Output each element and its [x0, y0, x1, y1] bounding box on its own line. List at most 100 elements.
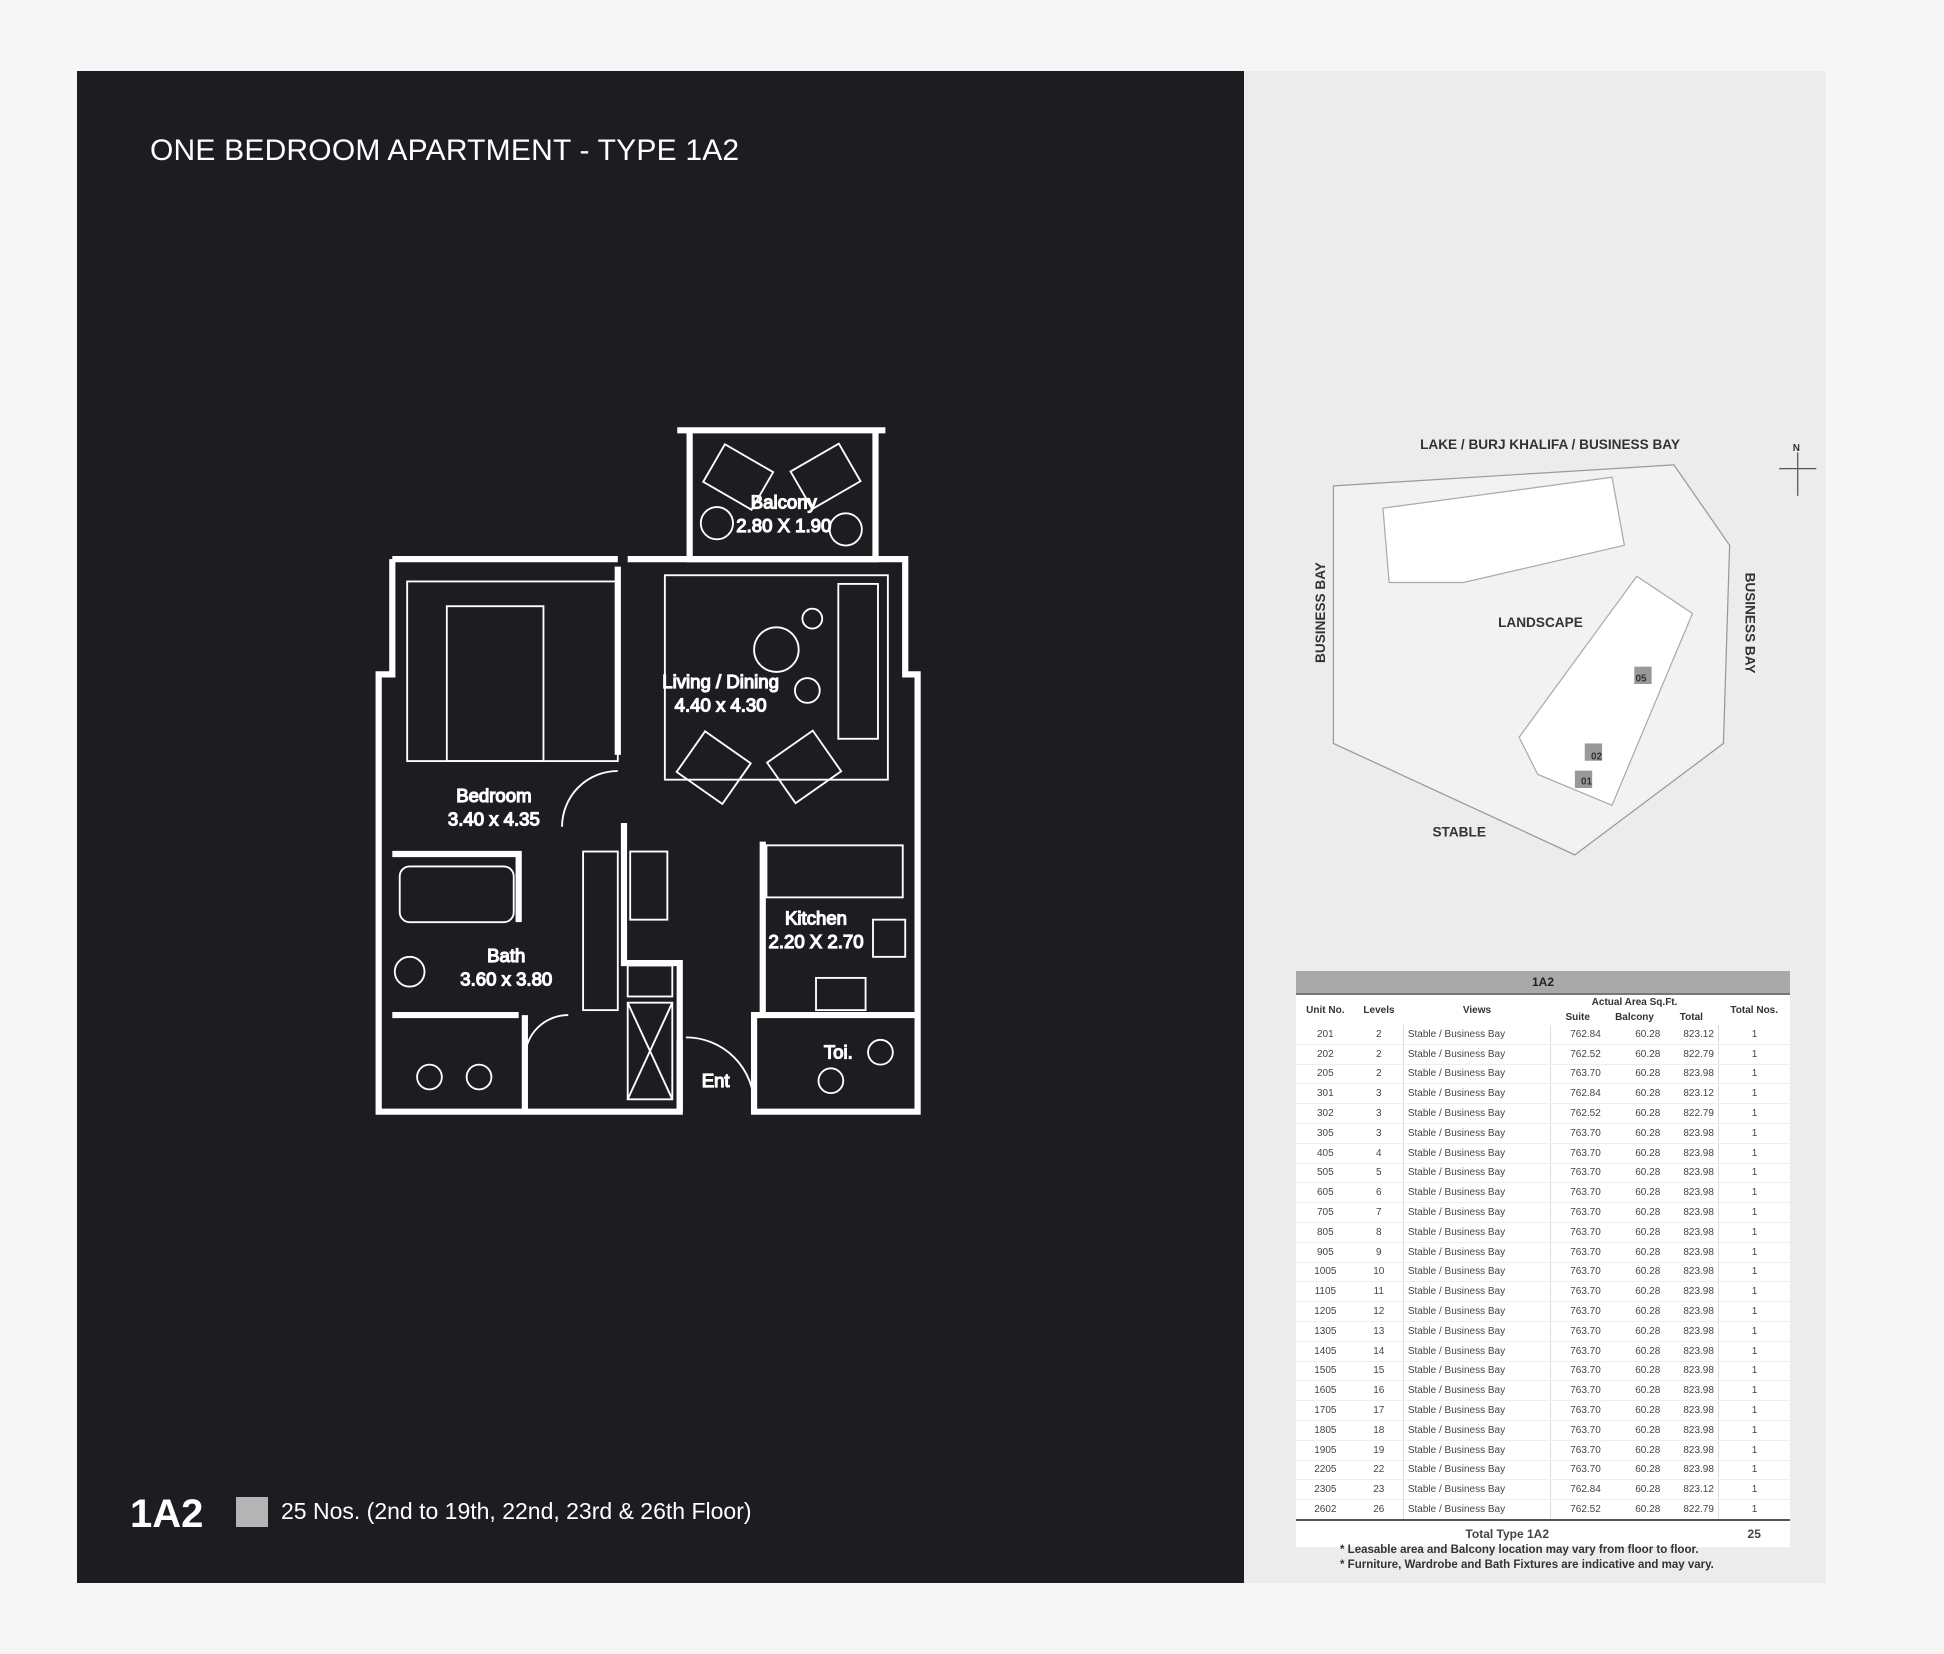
cell-total: 823.98	[1664, 1064, 1719, 1085]
cell-total: 823.98	[1664, 1420, 1719, 1441]
cell-unit: 605	[1296, 1182, 1355, 1204]
cell-balcony: 60.28	[1604, 1182, 1665, 1204]
cell-balcony: 60.28	[1604, 1202, 1665, 1223]
cell-unit: 405	[1296, 1143, 1355, 1164]
cell-balcony: 60.28	[1604, 1361, 1665, 1382]
cell-suite: 763.70	[1550, 1301, 1605, 1322]
north-label: N	[1793, 443, 1800, 454]
cell-views: Stable / Business Bay	[1403, 1301, 1552, 1322]
cell-total-nos: 1	[1718, 1440, 1790, 1461]
cell-balcony: 60.28	[1604, 1380, 1665, 1402]
cell-balcony: 60.28	[1604, 1460, 1665, 1481]
cell-levels: 9	[1354, 1242, 1404, 1263]
cell-levels: 7	[1354, 1202, 1404, 1223]
cell-total-nos: 1	[1718, 1262, 1790, 1283]
cell-balcony: 60.28	[1604, 1044, 1665, 1065]
cell-levels: 5	[1354, 1163, 1404, 1184]
unit-schedule-table: 1A2 Unit No. Levels Views Actual Area Sq…	[1296, 971, 1790, 1548]
cell-total: 823.98	[1664, 1361, 1719, 1382]
cell-total-nos: 1	[1718, 1341, 1790, 1362]
cell-total-nos: 1	[1718, 1025, 1790, 1045]
cell-total-nos: 1	[1718, 1460, 1790, 1481]
cell-total: 823.98	[1664, 1341, 1719, 1362]
footnotes: * Leasable area and Balcony location may…	[1340, 1543, 1714, 1573]
header-levels: Levels	[1363, 1004, 1395, 1016]
site-right-label: BUSINESS BAY	[1743, 573, 1758, 674]
cell-levels: 15	[1354, 1361, 1404, 1382]
cell-levels: 22	[1354, 1460, 1404, 1481]
floor-plan-panel	[77, 71, 1244, 1583]
cell-total-nos: 1	[1718, 1222, 1790, 1243]
cell-unit: 202	[1296, 1044, 1355, 1065]
bedroom-size: 3.40 x 4.35	[448, 809, 540, 830]
cell-balcony: 60.28	[1604, 1083, 1665, 1105]
cell-levels: 3	[1354, 1103, 1404, 1124]
cell-levels: 16	[1354, 1380, 1404, 1402]
cell-views: Stable / Business Bay	[1403, 1163, 1552, 1184]
unit-type-code: 1A2	[130, 1492, 204, 1536]
cell-total: 823.98	[1664, 1281, 1719, 1303]
cell-unit: 1205	[1296, 1301, 1355, 1322]
cell-suite: 762.52	[1550, 1044, 1605, 1065]
cell-total: 823.12	[1664, 1479, 1719, 1501]
cell-balcony: 60.28	[1604, 1163, 1665, 1184]
cell-total-nos: 1	[1718, 1163, 1790, 1184]
cell-views: Stable / Business Bay	[1403, 1044, 1552, 1065]
cell-views: Stable / Business Bay	[1403, 1083, 1552, 1105]
cell-levels: 12	[1354, 1301, 1404, 1322]
cell-views: Stable / Business Bay	[1403, 1380, 1552, 1402]
site-plan: LAKE / BURJ KHALIFA / BUSINESS BAY LANDS…	[1313, 437, 1817, 856]
cell-total-nos: 1	[1718, 1202, 1790, 1223]
cell-views: Stable / Business Bay	[1403, 1242, 1552, 1263]
cell-levels: 10	[1354, 1262, 1404, 1283]
cell-balcony: 60.28	[1604, 1281, 1665, 1303]
cell-suite: 762.52	[1550, 1103, 1605, 1124]
cell-total-nos: 1	[1718, 1420, 1790, 1441]
cell-levels: 18	[1354, 1420, 1404, 1441]
cell-levels: 6	[1354, 1182, 1404, 1204]
cell-unit: 1505	[1296, 1361, 1355, 1382]
cell-total: 823.12	[1664, 1025, 1719, 1045]
site-bottom-label: STABLE	[1432, 824, 1485, 839]
cell-balcony: 60.28	[1604, 1123, 1665, 1144]
cell-total-nos: 1	[1718, 1103, 1790, 1124]
cell-total-nos: 1	[1718, 1044, 1790, 1065]
cell-balcony: 60.28	[1604, 1222, 1665, 1243]
cell-suite: 763.70	[1550, 1182, 1605, 1204]
cell-total: 823.98	[1664, 1321, 1719, 1342]
bath-size: 3.60 x 3.80	[460, 968, 552, 989]
cell-views: Stable / Business Bay	[1403, 1222, 1552, 1243]
cell-total: 823.98	[1664, 1380, 1719, 1402]
balcony-label: Balcony	[751, 491, 818, 512]
cell-total: 823.98	[1664, 1460, 1719, 1481]
cell-unit: 1805	[1296, 1420, 1355, 1441]
cell-levels: 17	[1354, 1400, 1404, 1421]
cell-balcony: 60.28	[1604, 1103, 1665, 1124]
balcony-size: 2.80 X 1.90	[736, 515, 831, 536]
kitchen-size: 2.20 X 2.70	[768, 931, 863, 952]
cell-unit: 1905	[1296, 1440, 1355, 1461]
cell-views: Stable / Business Bay	[1403, 1321, 1552, 1342]
cell-balcony: 60.28	[1604, 1025, 1665, 1045]
header-unit: Unit No.	[1306, 1004, 1345, 1016]
cell-suite: 763.70	[1550, 1460, 1605, 1481]
cell-suite: 762.84	[1550, 1025, 1605, 1045]
cell-total: 823.98	[1664, 1143, 1719, 1164]
cell-total-nos: 1	[1718, 1400, 1790, 1421]
cell-unit: 1605	[1296, 1380, 1355, 1402]
cell-balcony: 60.28	[1604, 1064, 1665, 1085]
header-suite: Suite	[1565, 1012, 1590, 1023]
cell-views: Stable / Business Bay	[1403, 1143, 1552, 1164]
cell-unit: 2305	[1296, 1479, 1355, 1501]
cell-total: 823.12	[1664, 1083, 1719, 1105]
header-balcony: Balcony	[1615, 1012, 1654, 1023]
